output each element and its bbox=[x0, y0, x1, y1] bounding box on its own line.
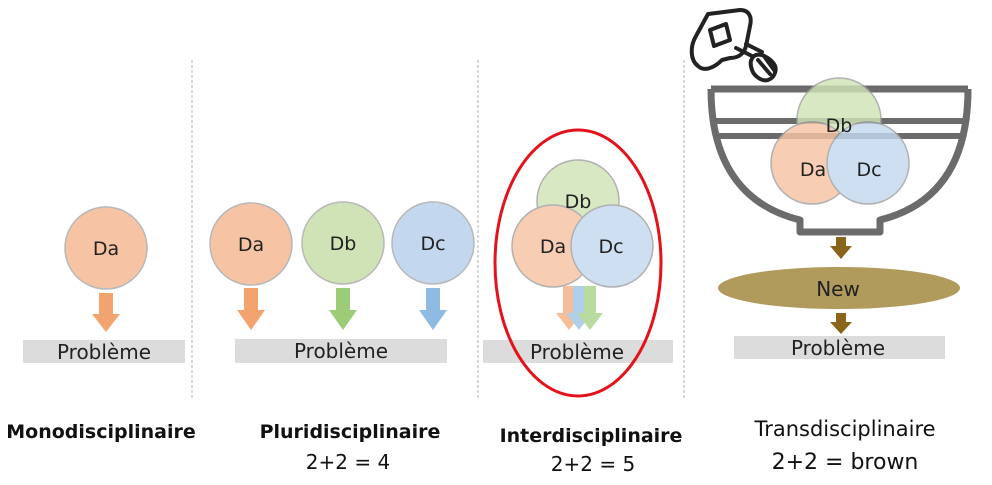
circle-dc-label: Dc bbox=[856, 159, 881, 181]
arrow-down-icon bbox=[577, 286, 603, 330]
circle-da bbox=[64, 206, 148, 290]
arrow-down-icon bbox=[830, 237, 852, 259]
probleme-box bbox=[483, 340, 673, 363]
arrow-down-icon bbox=[830, 313, 852, 334]
circle-dc-label: Dc bbox=[420, 233, 445, 255]
probleme-label: Problème bbox=[57, 340, 151, 364]
panel-interdisciplinaire: Db Da Dc Problème Interdisciplinaire 2+2… bbox=[483, 128, 683, 476]
caption-monodisciplinaire: Monodisciplinaire bbox=[6, 421, 195, 443]
circle-da-label: Da bbox=[540, 236, 566, 258]
circle-da-label: Da bbox=[238, 234, 264, 256]
panel-transdisciplinaire: Db Da Dc New Problème Transdisciplinaire… bbox=[689, 8, 972, 475]
arrow-down-icon bbox=[419, 288, 447, 330]
circle-db bbox=[301, 201, 385, 285]
probleme-box bbox=[734, 336, 945, 359]
caption-interdisciplinaire: Interdisciplinaire bbox=[500, 425, 683, 447]
new-ellipse bbox=[718, 267, 960, 309]
probleme-label: Problème bbox=[294, 339, 388, 363]
arrow-down-icon bbox=[237, 288, 265, 330]
arrow-down-icon bbox=[329, 288, 357, 330]
probleme-label: Problème bbox=[791, 336, 885, 360]
new-label: New bbox=[816, 277, 860, 301]
probleme-label: Problème bbox=[530, 340, 624, 364]
bowl-outline bbox=[707, 88, 972, 236]
circle-db-label: Db bbox=[826, 115, 853, 137]
arrow-down-icon bbox=[92, 293, 120, 332]
circle-da-label: Da bbox=[93, 238, 119, 260]
circle-da-label: Da bbox=[800, 159, 826, 181]
circle-dc-label: Dc bbox=[598, 236, 623, 258]
panel-monodisciplinaire: Da Problème Monodisciplinaire bbox=[6, 206, 196, 443]
probleme-box bbox=[23, 340, 185, 363]
formula-interdisciplinaire: 2+2 = 5 bbox=[551, 452, 635, 476]
highlight-ellipse bbox=[493, 128, 663, 398]
mixer-icon bbox=[689, 8, 778, 83]
probleme-box bbox=[235, 339, 447, 363]
circle-dc bbox=[391, 201, 475, 285]
formula-transdisciplinaire: 2+2 = brown bbox=[772, 450, 919, 475]
circle-db-label: Db bbox=[565, 191, 592, 213]
formula-pluridisciplinaire: 2+2 = 4 bbox=[306, 450, 390, 474]
circle-da bbox=[209, 202, 293, 286]
circle-dc bbox=[826, 121, 910, 205]
circle-db-label: Db bbox=[330, 233, 357, 255]
circle-dc bbox=[570, 204, 654, 288]
panel-pluridisciplinaire: Da Db Dc Problème Pluridisciplinaire 2+2… bbox=[209, 201, 475, 474]
caption-transdisciplinaire: Transdisciplinaire bbox=[753, 417, 935, 441]
caption-pluridisciplinaire: Pluridisciplinaire bbox=[260, 421, 441, 443]
